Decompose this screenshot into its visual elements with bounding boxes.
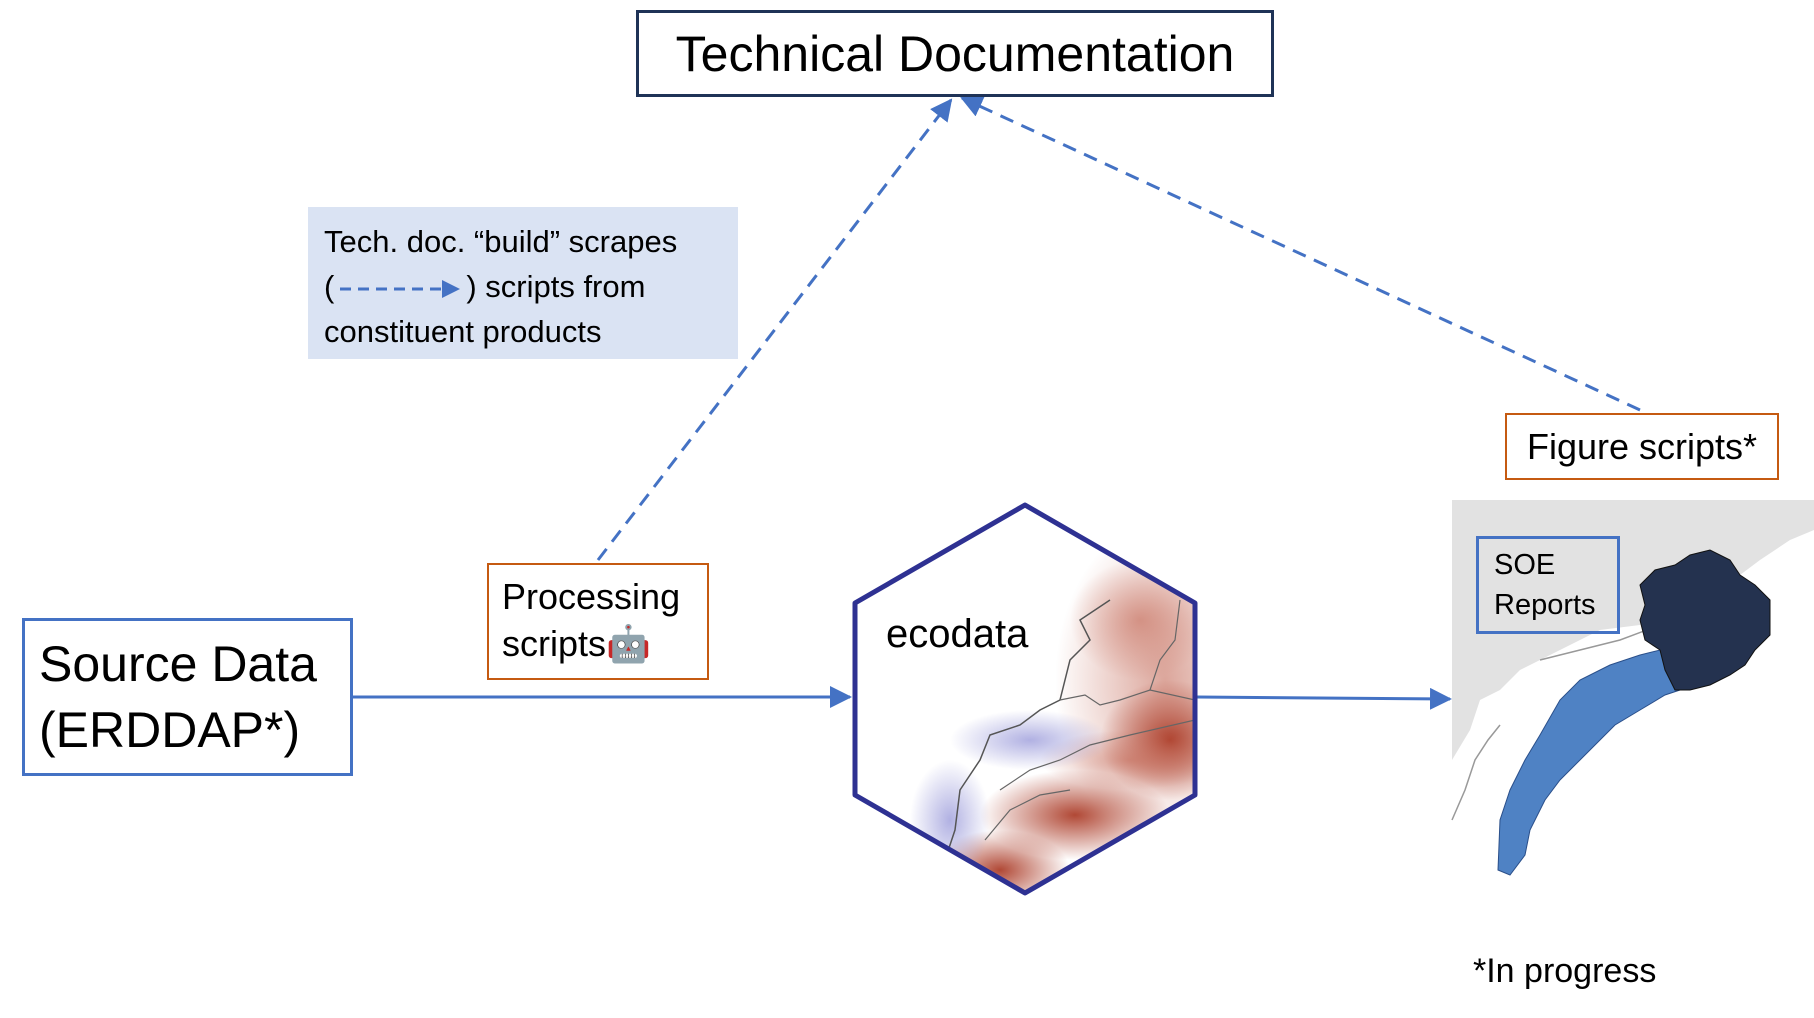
dashed-arrow-legend-icon [340, 279, 461, 298]
processing-scripts-box: Processing scripts🤖 [487, 563, 709, 680]
soe-line-2: Reports [1494, 589, 1596, 621]
technical-documentation-title: Technical Documentation [675, 25, 1235, 82]
dashed-arrow-processing-to-techdoc [596, 98, 953, 561]
figure-scripts-label: Figure scripts* [1526, 425, 1758, 467]
soe-region-dark [1639, 549, 1771, 691]
soe-reports-box: SOE Reports [1476, 536, 1620, 634]
processing-line-2: scripts🤖 [502, 620, 707, 667]
build-note-box: Tech. doc. “build” scrapes ( ) scripts fr… [308, 207, 738, 359]
technical-documentation-box: Technical Documentation [636, 10, 1274, 97]
note-line-1: Tech. doc. “build” scrapes [324, 224, 678, 259]
processing-line-2-text: scripts [502, 623, 607, 664]
in-progress-footnote: *In progress [1473, 952, 1657, 990]
ecodata-hex-logo [852, 502, 1198, 896]
figure-scripts-box: Figure scripts* [1505, 413, 1779, 480]
note-line-3: constituent products [324, 314, 602, 349]
processing-line-1: Processing [502, 576, 681, 617]
note-line-2: ( ) scripts from [324, 264, 738, 309]
source-line-1: Source Data [39, 636, 317, 692]
note-line-2-rest: ) scripts from [466, 269, 646, 304]
source-data-box: Source Data (ERDDAP*) [22, 618, 353, 776]
ecodata-label: ecodata [886, 612, 1029, 656]
dashed-arrow-figure-to-techdoc [960, 96, 1641, 412]
source-line-2: (ERDDAP*) [39, 702, 301, 758]
robot-icon: 🤖 [606, 623, 651, 664]
arrow-ecodata-to-soe [1196, 687, 1452, 710]
note-open-paren: ( [324, 269, 335, 304]
soe-line-1: SOE [1494, 549, 1556, 581]
soe-map-image [1451, 500, 1814, 900]
